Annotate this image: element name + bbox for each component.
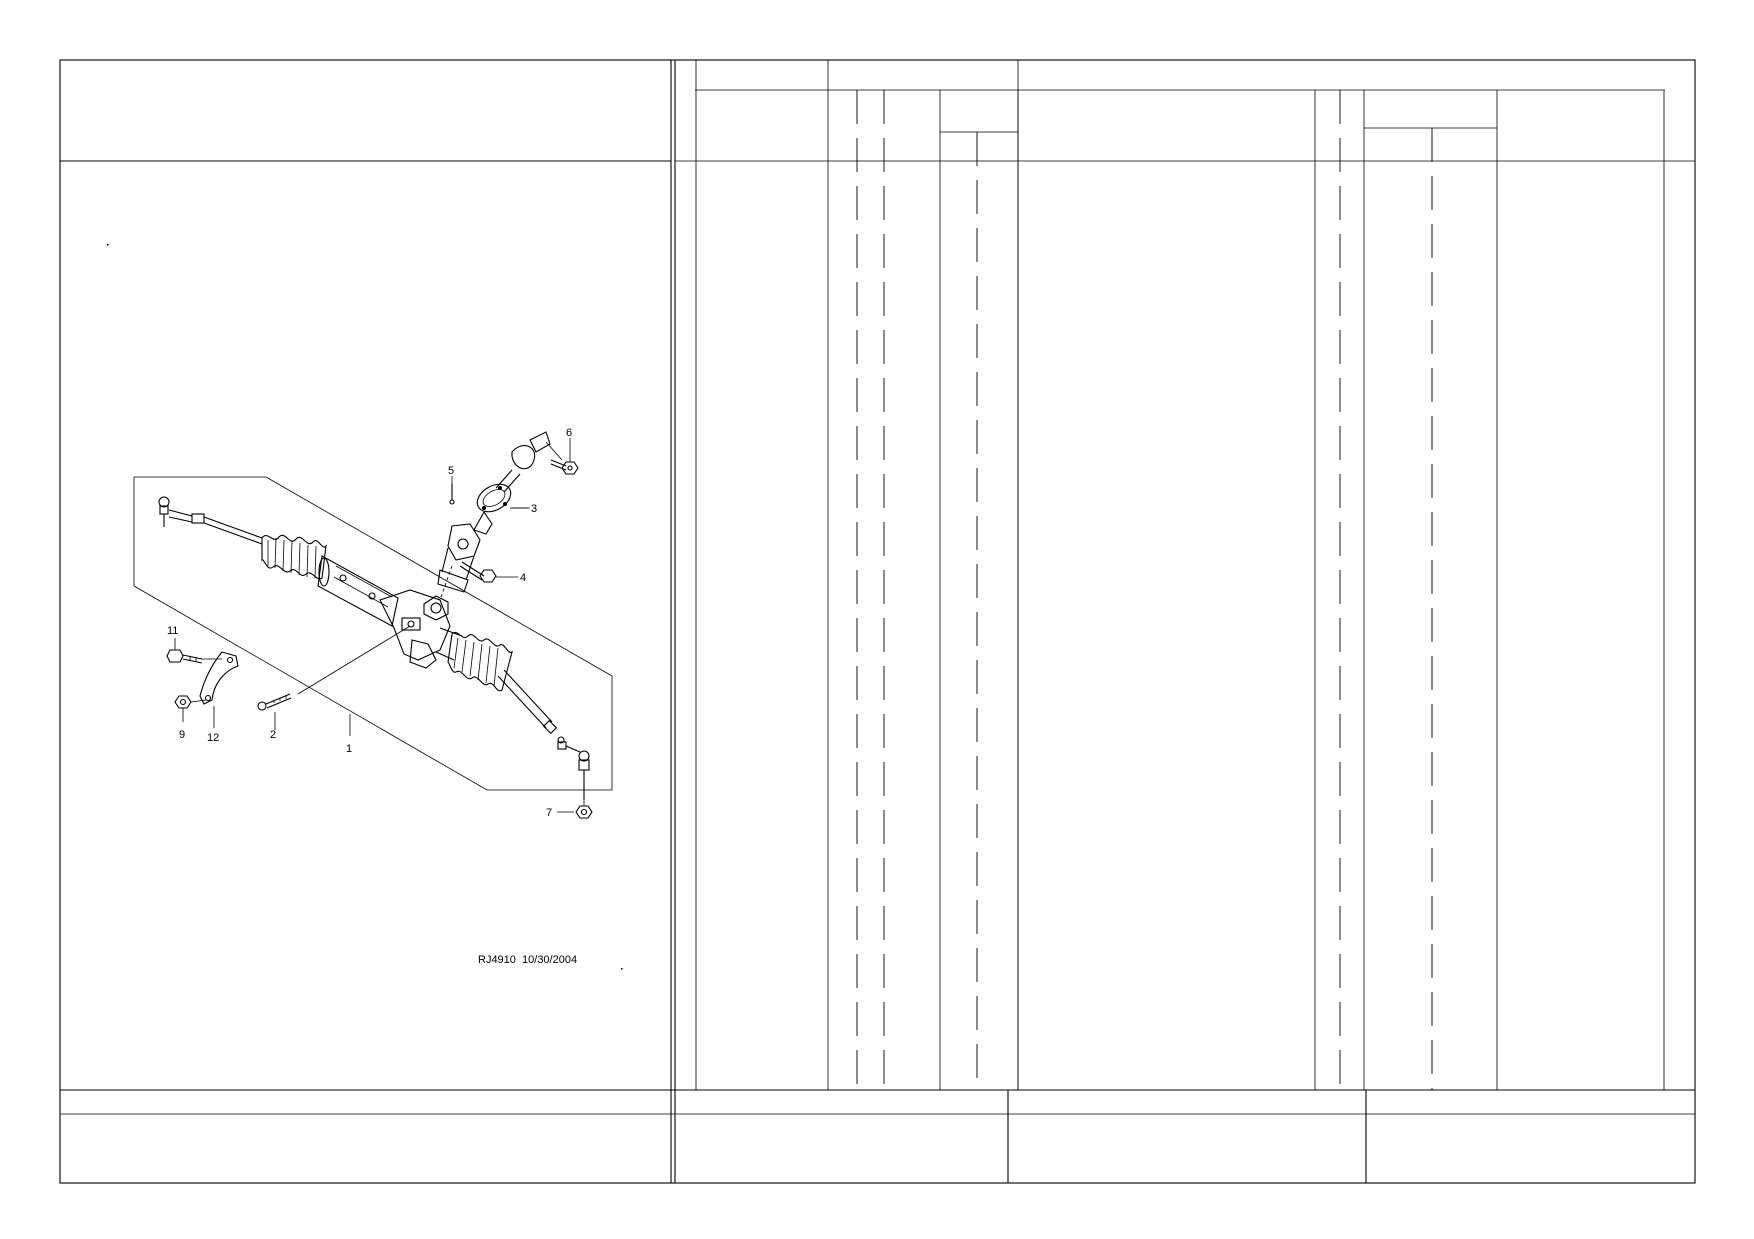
tie-rod-right	[497, 669, 590, 800]
rack-housing	[317, 555, 463, 669]
callout-6: 6	[566, 427, 572, 439]
diagram-reference-label: RJ4910 10/30/2004	[478, 954, 578, 966]
bolt-6	[550, 438, 579, 475]
callout-7: 7	[546, 807, 552, 819]
pinion-joint	[437, 523, 481, 593]
callout-4: 4	[520, 572, 526, 584]
callout-11: 11	[167, 625, 178, 637]
callout-3: 3	[531, 503, 537, 515]
callout-5: 5	[448, 465, 454, 477]
nut-7	[557, 790, 593, 819]
nut-9	[174, 695, 207, 722]
callout-2: 2	[270, 729, 276, 741]
steering-gear-diagram: 1 2 3 4 5 6 7 9 11 12	[133, 427, 613, 819]
bolt-11	[166, 638, 203, 664]
leader-part-2	[297, 625, 411, 695]
bolt-2	[257, 693, 292, 730]
steering-coupling-3	[473, 431, 563, 535]
callout-9: 9	[179, 729, 185, 741]
parts-table-grid	[675, 60, 1695, 1090]
callout-12: 12	[207, 732, 219, 744]
page-frame	[59, 59, 1696, 1184]
bolt-4	[459, 561, 518, 583]
footer-grid	[60, 1090, 1695, 1183]
bellows-right	[447, 632, 513, 692]
clamp-12	[199, 651, 239, 728]
assembly-boundary	[133, 476, 613, 791]
callout-1: 1	[346, 743, 352, 755]
bolt-5	[449, 484, 455, 505]
bellows-left	[261, 534, 327, 580]
tie-rod-left	[158, 496, 263, 545]
